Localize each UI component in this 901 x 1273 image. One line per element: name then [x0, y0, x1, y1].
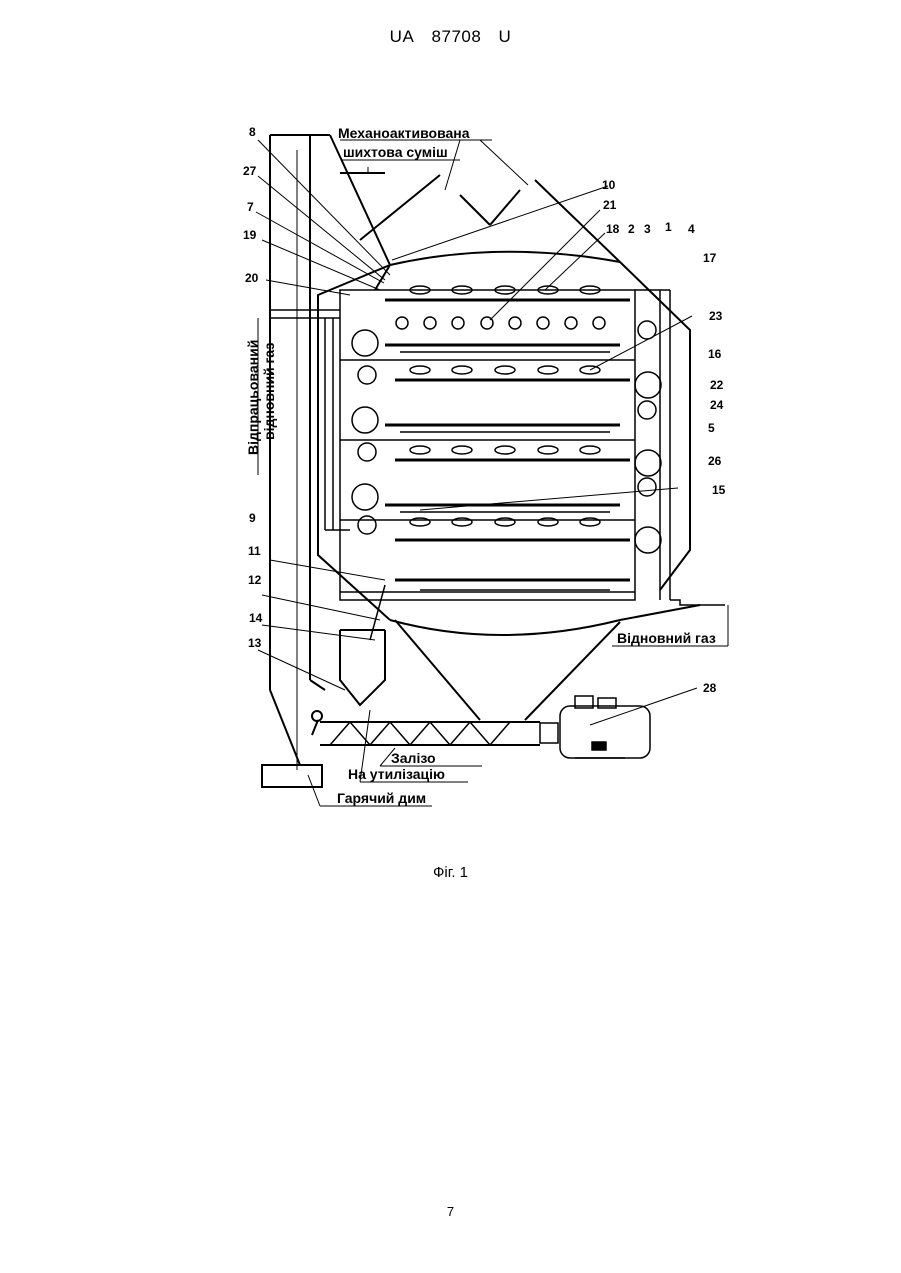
callout-26: 26	[708, 454, 722, 468]
callout-1: 1	[665, 220, 672, 234]
callout-13: 13	[248, 636, 262, 650]
label-charge-mixture-2: шихтова суміш	[343, 144, 448, 160]
conveyor-return-lines	[400, 352, 610, 590]
callout-19: 19	[243, 228, 257, 242]
callout-11: 11	[248, 544, 261, 558]
gas-burners	[410, 286, 600, 526]
callout-8: 8	[249, 125, 256, 139]
callout-21: 21	[603, 198, 617, 212]
callout-12: 12	[248, 573, 262, 587]
nozzles	[396, 317, 605, 329]
callout-7: 7	[247, 200, 254, 214]
callout-23: 23	[709, 309, 723, 323]
label-iron: Залізо	[391, 750, 436, 766]
callout-9: 9	[249, 511, 256, 525]
callout-17: 17	[703, 251, 717, 265]
callout-28: 28	[703, 681, 717, 695]
callout-18: 18	[606, 222, 620, 236]
label-utilization: На утилізацію	[348, 766, 445, 782]
screw-conveyor	[312, 711, 540, 745]
exhaust-stack	[262, 135, 330, 787]
page-number: 7	[0, 1204, 901, 1219]
callout-27: 27	[243, 164, 257, 178]
callout-20: 20	[245, 271, 259, 285]
label-spent-gas-2: відновний газ	[261, 343, 277, 440]
label-charge-mixture-1: Механоактивована	[338, 125, 470, 141]
callout-15: 15	[712, 483, 726, 497]
label-hot-smoke: Гарячий дим	[337, 790, 426, 806]
motor	[540, 696, 650, 758]
callout-14: 14	[249, 611, 263, 625]
label-reducing-gas: Відновний газ	[617, 630, 716, 646]
callout-16: 16	[708, 347, 722, 361]
callout-22: 22	[710, 378, 724, 392]
callout-10: 10	[602, 178, 616, 192]
callout-5: 5	[708, 421, 715, 435]
product-hopper	[340, 585, 385, 705]
figure-caption: Фіг. 1	[0, 864, 901, 881]
callout-4: 4	[688, 222, 695, 236]
callout-2: 2	[628, 222, 635, 236]
inner-chamber	[340, 290, 670, 600]
callout-24: 24	[710, 398, 724, 412]
callout-3: 3	[644, 222, 651, 236]
label-spent-gas-1: Відпрацьований	[245, 340, 261, 455]
reducing-gas-pipe	[670, 600, 725, 605]
